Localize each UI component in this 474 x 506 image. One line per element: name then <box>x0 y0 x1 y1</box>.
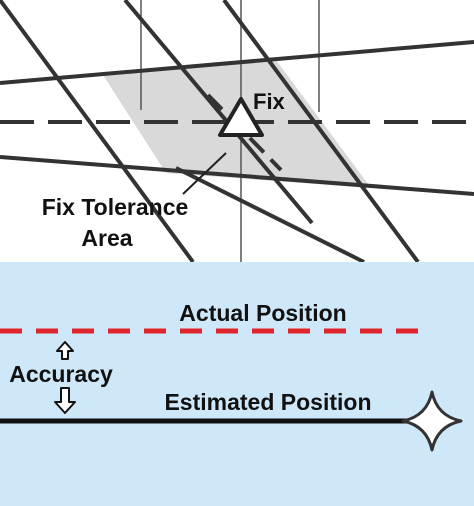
radial-line-3 <box>222 0 420 264</box>
arrow-down-icon <box>54 387 76 414</box>
bottom-panel-background <box>0 262 474 506</box>
accuracy-label: Accuracy <box>9 361 113 387</box>
estimated-position-label: Estimated Position <box>164 389 371 415</box>
actual-position-label: Actual Position <box>179 300 346 326</box>
fix-label: Fix <box>253 89 286 114</box>
fix-triangle-icon <box>218 97 264 137</box>
fix-tolerance-panel: Fix Fix Tolerance Area <box>0 0 474 264</box>
fix-tolerance-label-line2: Area <box>81 225 132 251</box>
accuracy-panel: Actual Position Accuracy Estimated Posit… <box>0 262 474 506</box>
fix-tolerance-leader-line <box>182 152 227 195</box>
waypoint-star-icon <box>401 390 463 452</box>
radial-line-1 <box>0 0 195 264</box>
bearing-line-lower <box>0 155 474 196</box>
bearing-line-upper <box>0 40 474 85</box>
radial-line-2 <box>123 0 314 225</box>
arrow-up-icon <box>56 341 74 360</box>
fix-tolerance-label-line1: Fix Tolerance <box>42 194 189 220</box>
radial-line-4 <box>175 166 365 264</box>
dashed-diagonal-line <box>206 93 283 172</box>
